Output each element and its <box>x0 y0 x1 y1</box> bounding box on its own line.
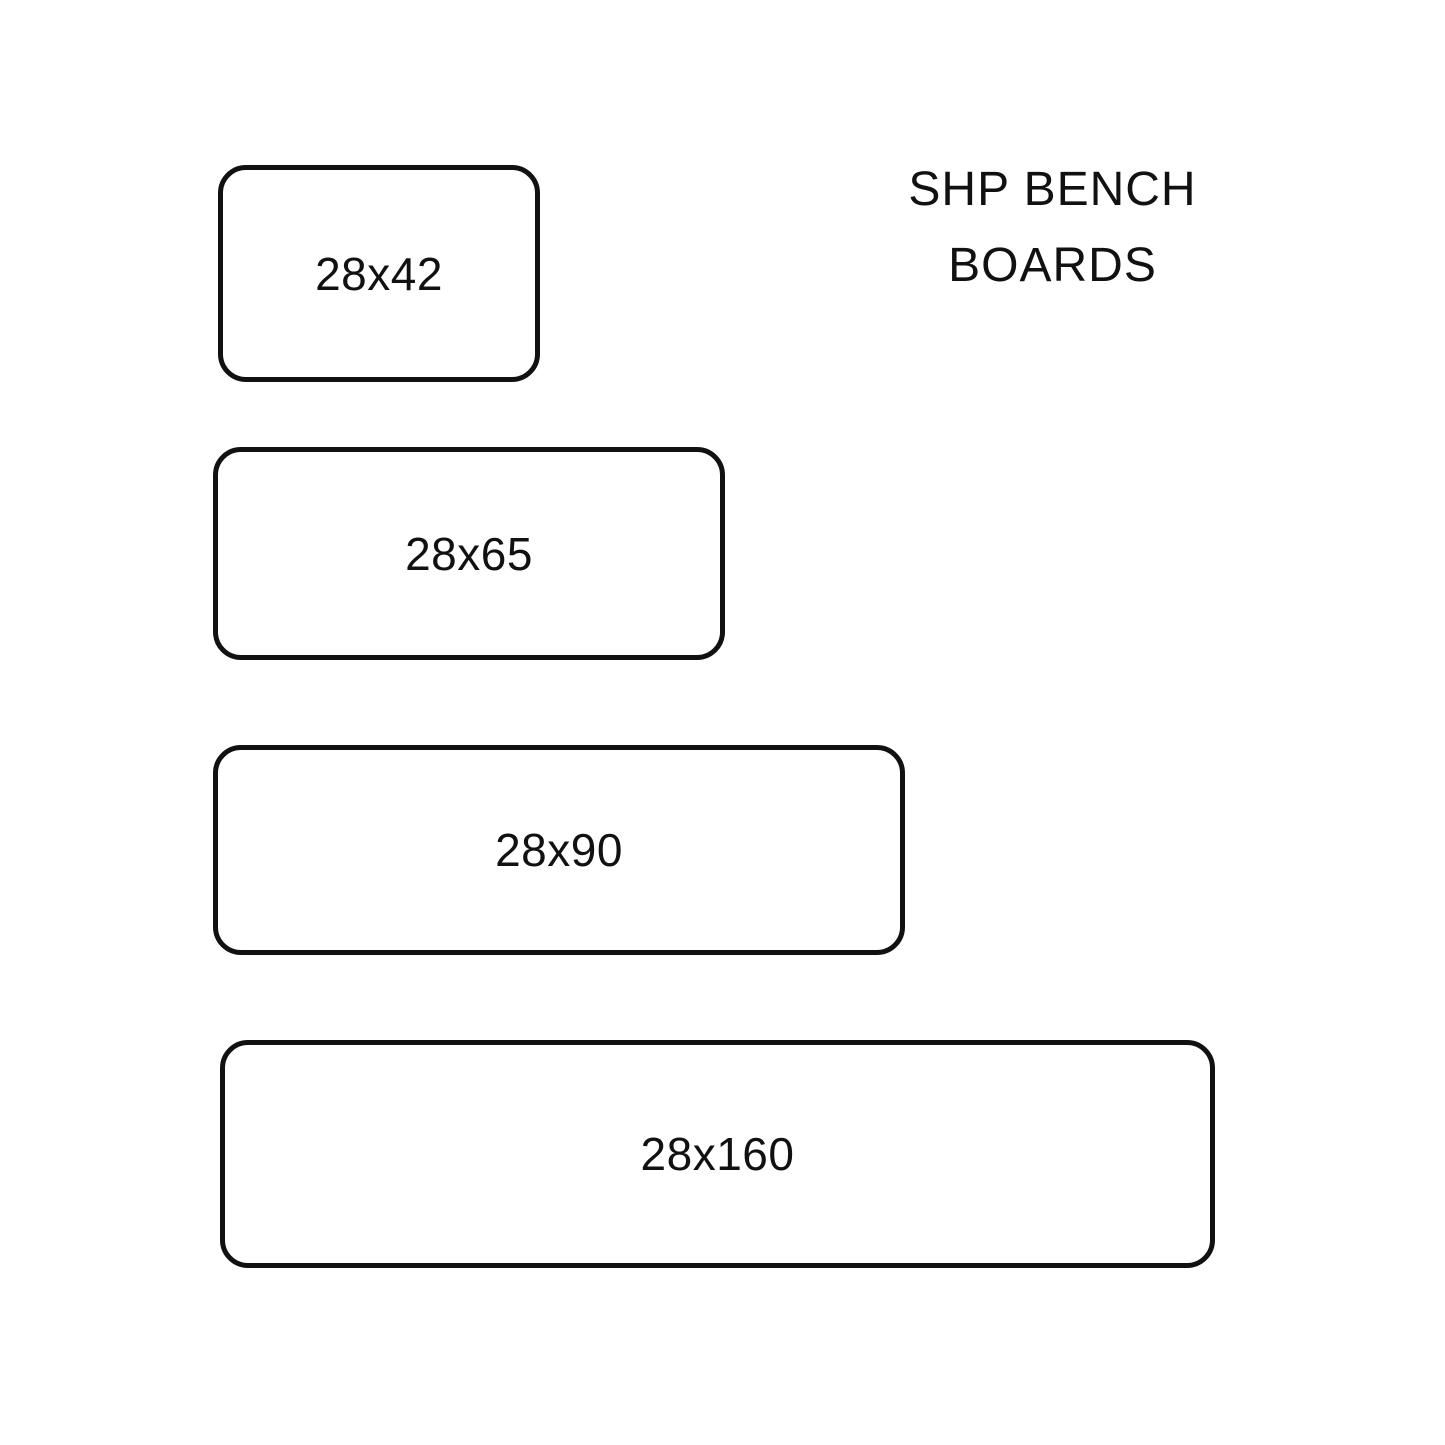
diagram-title: SHP BENCH BOARDS <box>850 152 1255 304</box>
title-line-2: BOARDS <box>948 239 1157 292</box>
board-size-label: 28x42 <box>315 247 443 300</box>
board-28x90: 28x90 <box>213 745 905 955</box>
board-size-label: 28x160 <box>640 1128 795 1180</box>
board-size-label: 28x65 <box>405 527 533 580</box>
title-line-1: SHP BENCH <box>908 163 1197 216</box>
board-28x42: 28x42 <box>218 165 540 382</box>
board-size-label: 28x90 <box>495 824 623 876</box>
board-28x160: 28x160 <box>220 1040 1215 1268</box>
board-28x65: 28x65 <box>213 447 725 660</box>
